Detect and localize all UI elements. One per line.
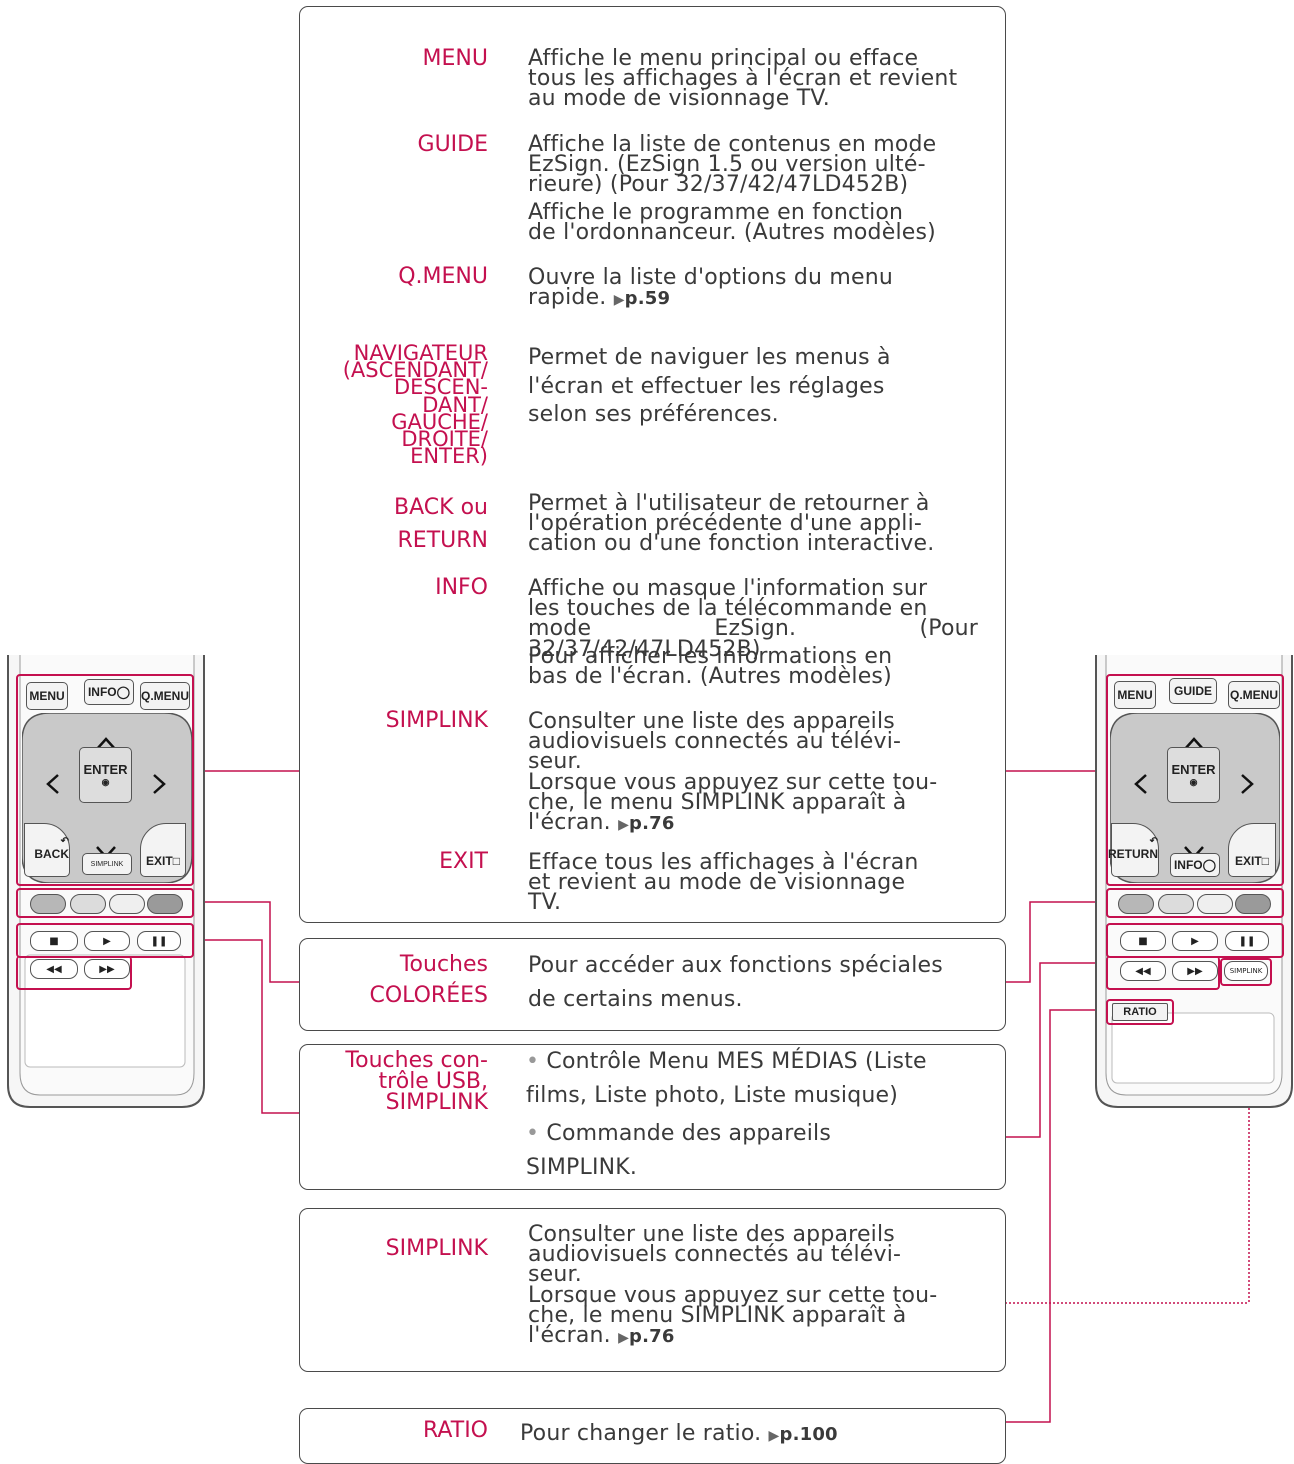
triangle-right-icon: ▶ xyxy=(769,1428,780,1444)
right-remote: MENU GUIDE Q.MENU ENTER◉ ↶RETURN INFO◯ E… xyxy=(1092,655,1294,1115)
return-button[interactable]: ↶RETURN xyxy=(1111,823,1159,877)
back-icon: ↶ xyxy=(61,836,69,847)
bullet-usb-1: • Contrôle Menu MES MÉDIAS (Liste films,… xyxy=(526,1045,986,1113)
label-usb: Touches con- trôle USB, SIMPLINK xyxy=(345,1051,488,1114)
red-key[interactable] xyxy=(1118,894,1154,914)
bullet-icon: • xyxy=(526,1121,539,1146)
power-icon: ◯ xyxy=(117,685,130,699)
rewind-button[interactable]: ◀◀ xyxy=(30,959,78,979)
fastforward-button[interactable]: ▶▶ xyxy=(1172,961,1218,981)
page-ref-ratio: p.100 xyxy=(779,1424,837,1445)
blue-key[interactable] xyxy=(1235,894,1271,914)
info-button[interactable]: INFO◯ xyxy=(84,679,134,705)
label-info: INFO xyxy=(435,576,488,601)
qmenu-button[interactable]: Q.MENU xyxy=(140,682,190,710)
menu-button[interactable]: MENU xyxy=(1114,681,1156,709)
label-navigateur: NAVIGATEUR (ASCENDANT/ DESCEN- DANT/ GAU… xyxy=(343,345,488,466)
colored-keys-box: Touches COLORÉES Pour accéder aux foncti… xyxy=(299,938,1006,1031)
label-guide: GUIDE xyxy=(418,133,488,158)
yellow-key[interactable] xyxy=(1197,894,1233,914)
enter-button[interactable]: ENTER◉ xyxy=(79,747,132,803)
page-ref-qmenu: p.59 xyxy=(625,288,671,309)
desc-qmenu: Ouvre la liste d'options du menu rapide.… xyxy=(528,268,978,308)
ratio-button[interactable]: RATIO xyxy=(1112,1003,1168,1021)
usb-simplink-box: Touches con- trôle USB, SIMPLINK • Contr… xyxy=(299,1044,1006,1190)
label-back-return: BACK ou RETURN xyxy=(394,491,488,557)
page-ref-simplink: p.76 xyxy=(629,813,675,834)
green-key[interactable] xyxy=(1158,894,1194,914)
page-ref-simplink-2: p.76 xyxy=(629,1326,675,1347)
simplink-button[interactable]: SIMPLINK xyxy=(82,853,132,875)
enter-button[interactable]: ENTER◉ xyxy=(1167,747,1220,803)
ratio-box: RATIO Pour changer le ratio. ▶p.100 xyxy=(299,1408,1006,1464)
main-description-box: MENU Affiche le menu principal ou efface… xyxy=(299,6,1006,923)
label-simplink-2: SIMPLINK xyxy=(386,1237,488,1262)
simplink-box: SIMPLINK Consulter une liste des apparei… xyxy=(299,1208,1006,1372)
back-button[interactable]: ↶BACK xyxy=(24,823,70,877)
power-icon: ◯ xyxy=(1203,858,1216,872)
desc-exit: Efface tous les affichages à l'écran et … xyxy=(528,853,978,914)
label-ratio: RATIO xyxy=(423,1419,488,1444)
desc-back-return: Permet à l'utilisateur de retourner à l'… xyxy=(528,494,978,555)
blue-key[interactable] xyxy=(147,894,183,914)
desc-guide-2: Affiche le programme en fonction de l'or… xyxy=(528,203,978,243)
label-exit: EXIT xyxy=(439,850,488,875)
play-button[interactable]: ▶ xyxy=(84,931,130,951)
menu-button[interactable]: MENU xyxy=(26,682,68,710)
bullet-icon: • xyxy=(526,1049,539,1074)
fastforward-button[interactable]: ▶▶ xyxy=(84,959,130,979)
left-remote: MENU INFO◯ Q.MENU ENTER◉ ↶BACK SIMPLINK … xyxy=(0,655,210,1115)
desc-simplink: Consulter une liste des appareils audiov… xyxy=(528,712,978,833)
stop-button[interactable]: ■ xyxy=(30,931,78,951)
desc-guide: Affiche la liste de contenus en mode EzS… xyxy=(528,135,978,196)
pause-button[interactable]: ❚❚ xyxy=(137,931,181,951)
stop-button[interactable]: ■ xyxy=(1120,931,1166,951)
pause-button[interactable]: ❚❚ xyxy=(1225,931,1269,951)
info-button[interactable]: INFO◯ xyxy=(1170,853,1220,877)
desc-colored-keys: Pour accéder aux fonctions spéciales de … xyxy=(528,949,988,1017)
rewind-button[interactable]: ◀◀ xyxy=(1120,961,1166,981)
exit-button[interactable]: EXIT□ xyxy=(140,823,186,877)
desc-simplink-2: Consulter une liste des appareils audiov… xyxy=(528,1225,978,1346)
qmenu-button[interactable]: Q.MENU xyxy=(1228,681,1280,709)
label-colored-keys: Touches COLORÉES xyxy=(369,950,488,1012)
play-button[interactable]: ▶ xyxy=(1172,931,1218,951)
yellow-key[interactable] xyxy=(109,894,145,914)
exit-icon: □ xyxy=(1262,854,1269,868)
green-key[interactable] xyxy=(70,894,106,914)
guide-button[interactable]: GUIDE xyxy=(1169,678,1217,704)
label-qmenu: Q.MENU xyxy=(398,265,488,290)
bullet-usb-2: • Commande des appareils SIMPLINK. xyxy=(526,1117,986,1185)
label-menu: MENU xyxy=(423,47,488,72)
label-simplink: SIMPLINK xyxy=(386,709,488,734)
desc-menu: Affiche le menu principal ou efface tous… xyxy=(528,49,978,110)
back-icon: ↶ xyxy=(1150,836,1158,847)
desc-ratio: Pour changer le ratio. ▶p.100 xyxy=(520,1424,970,1444)
exit-icon: □ xyxy=(173,854,180,868)
exit-button[interactable]: EXIT□ xyxy=(1228,823,1276,877)
triangle-right-icon: ▶ xyxy=(618,817,629,833)
triangle-right-icon: ▶ xyxy=(618,1330,629,1346)
simplink-button[interactable]: SIMPLINK xyxy=(1224,961,1268,981)
triangle-right-icon: ▶ xyxy=(614,292,625,308)
desc-info-2: Pour afficher les informations en bas de… xyxy=(528,647,978,687)
desc-navigateur: Permet de naviguer les menus à l'écran e… xyxy=(528,344,978,430)
red-key[interactable] xyxy=(30,894,66,914)
